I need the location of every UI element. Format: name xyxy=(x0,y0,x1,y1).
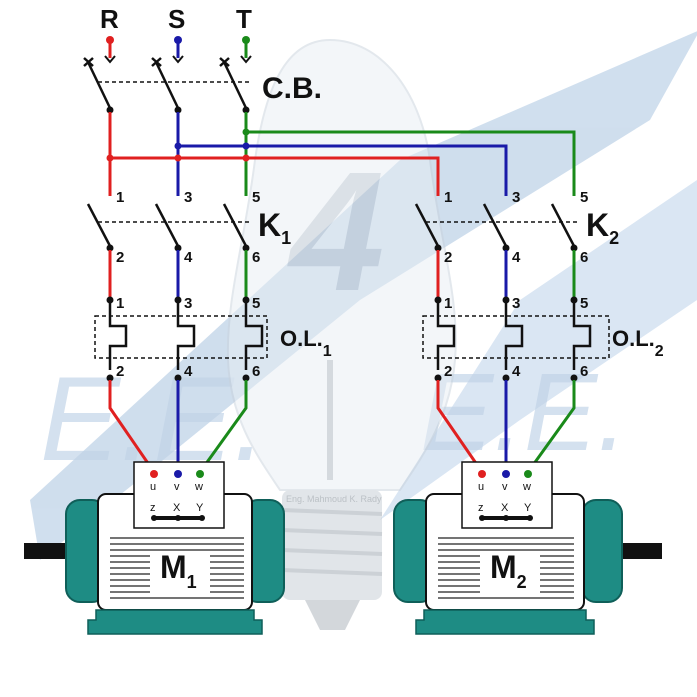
ol2-load-terminal-6: 6 xyxy=(580,363,588,380)
overload-ol1: 1 3 5 2 4 6 O.L.1 xyxy=(94,295,332,382)
k1-load-terminal-2: 2 xyxy=(116,249,124,266)
m2-terminal-z: z xyxy=(478,502,484,514)
overload-ol2: 1 3 5 2 4 6 O.L.2 xyxy=(422,295,664,382)
ol2-load-terminal-4: 4 xyxy=(512,363,521,380)
k2-label-sub: 2 xyxy=(609,228,619,248)
m1-shaft xyxy=(24,543,72,559)
ol1-label: O.L.1 xyxy=(280,326,332,360)
ol1-load-terminal-6: 6 xyxy=(252,363,260,380)
bulb-watermark: 4 Eng. Mahmoud K. Rady xyxy=(226,38,457,630)
ol2-load-terminal-2: 2 xyxy=(444,363,452,380)
m1-label: M1 xyxy=(160,549,197,592)
m2-shaft xyxy=(618,543,662,559)
cb-label: C.B. xyxy=(262,72,322,105)
m2-terminal-y: Y xyxy=(524,502,532,514)
phase-labels: R S T xyxy=(100,4,252,34)
m1-terminal-y: Y xyxy=(196,502,204,514)
m2-label: M2 xyxy=(490,549,527,592)
m2-right-endcap xyxy=(581,499,623,603)
k2-line-terminal-5: 5 xyxy=(580,189,588,206)
k1-label-sub: 1 xyxy=(281,228,291,248)
overload-to-motor-wires xyxy=(108,380,576,473)
m1-terminal-z: z xyxy=(150,502,156,514)
k2-line-terminal-1: 1 xyxy=(444,189,452,206)
ol1-load-terminal-4: 4 xyxy=(184,363,193,380)
ol1-enclosure xyxy=(94,315,268,359)
watermark-signature: Eng. Mahmoud K. Rady xyxy=(286,494,382,504)
k2-load-terminal-2: 2 xyxy=(444,249,452,266)
contactor-k1: 1 3 5 2 4 6 K1 xyxy=(86,189,291,266)
watermark-center-mark: 4 xyxy=(287,137,385,327)
branch-wire-t xyxy=(246,130,576,196)
k2-load-terminal-4: 4 xyxy=(512,249,521,266)
watermark-lightning-band-2 xyxy=(380,180,697,520)
ol2-line-terminal-3: 3 xyxy=(512,295,520,312)
ol2-line-terminal-1: 1 xyxy=(444,295,452,312)
m1-terminal-x: X xyxy=(173,502,181,514)
bulb-tip xyxy=(305,600,360,630)
contactor-k2: 1 3 5 2 4 6 K2 xyxy=(414,189,619,266)
ol1-line-terminal-1: 1 xyxy=(116,295,124,312)
m2-terminal-u: u xyxy=(478,481,484,493)
phase-label-r: R xyxy=(100,4,119,34)
branch-wire-s xyxy=(178,144,508,196)
phase-label-t: T xyxy=(236,4,252,34)
m1-terminal-u: u xyxy=(150,481,156,493)
bulb-base-threads xyxy=(281,508,383,576)
bulb-base xyxy=(282,490,382,600)
ol2-enclosure xyxy=(422,315,610,359)
ol1-line-terminal-5: 5 xyxy=(252,295,260,312)
junction-dots xyxy=(106,128,250,162)
m2-label-sub: 2 xyxy=(517,572,527,592)
motor-m2: u v w z X Y M2 xyxy=(393,461,662,635)
k2-load-terminal-6: 6 xyxy=(580,249,588,266)
k1-line-terminal-5: 5 xyxy=(252,189,260,206)
motor-m1: u v w z X Y M1 xyxy=(24,461,285,635)
contactor-to-overload-wires xyxy=(108,250,576,298)
k1-load-terminal-4: 4 xyxy=(184,249,193,266)
m1-terminal-w: w xyxy=(194,481,203,493)
m1-foot xyxy=(87,609,263,635)
m1-terminal-v: v xyxy=(174,481,180,493)
ol1-load-terminal-2: 2 xyxy=(116,363,124,380)
k2-label: K2 xyxy=(586,207,619,248)
k1-load-terminal-6: 6 xyxy=(252,249,260,266)
branch-wire-r xyxy=(110,156,440,196)
m2-terminal-w: w xyxy=(522,481,531,493)
ol2-line-terminal-5: 5 xyxy=(580,295,588,312)
k1-line-terminal-1: 1 xyxy=(116,189,124,206)
phase-feeds xyxy=(104,36,252,64)
ol1-line-terminal-3: 3 xyxy=(184,295,192,312)
main-wires xyxy=(108,112,576,196)
ol2-label: O.L.2 xyxy=(612,326,664,360)
m2-terminal-v: v xyxy=(502,481,508,493)
m1-label-sub: 1 xyxy=(187,572,197,592)
ol1-label-sub: 1 xyxy=(323,343,332,360)
m2-foot xyxy=(415,609,595,635)
k2-line-terminal-3: 3 xyxy=(512,189,520,206)
m2-terminal-x: X xyxy=(501,502,509,514)
k1-line-terminal-3: 3 xyxy=(184,189,192,206)
circuit-breaker: C.B. xyxy=(83,57,322,114)
phase-label-s: S xyxy=(168,4,185,34)
k1-label: K1 xyxy=(258,207,291,248)
ol2-label-sub: 2 xyxy=(655,343,664,360)
